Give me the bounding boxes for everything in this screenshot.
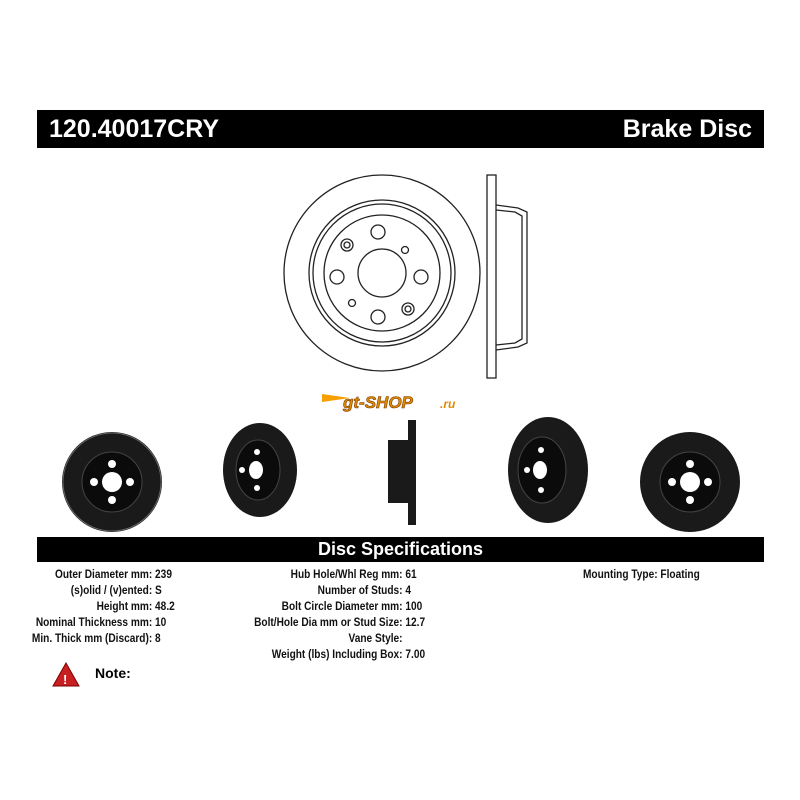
spec-row: Outer Diameter mm: 239: [54, 569, 172, 581]
disc-photo-angle-right: [508, 417, 588, 523]
spec-row: Number of Studs: 4: [317, 585, 412, 597]
title-bar: 120.40017CRY Brake Disc: [37, 110, 764, 148]
spec-row: Min. Thick mm (Discard): 8: [31, 633, 161, 645]
spec-row: Bolt Circle Diameter mm: 100: [281, 601, 423, 613]
svg-text:gt-SHOP: gt-SHOP: [342, 393, 414, 412]
part-number: 120.40017CRY: [49, 115, 220, 143]
note-label: Note:: [95, 665, 131, 681]
spec-row: Bolt/Hole Dia mm or Stud Size: 12.7: [254, 617, 426, 629]
spec-row: Mounting Type: Floating: [583, 569, 700, 581]
disc-photo-side: [388, 420, 416, 525]
spec-row: Vane Style:: [348, 633, 403, 645]
spec-row: Height mm: 48.2: [96, 601, 175, 613]
svg-text:.ru: .ru: [440, 397, 456, 411]
disc-photo-front-right: [640, 432, 740, 532]
warning-icon: !: [52, 661, 80, 687]
disc-photo-front-left: [62, 432, 162, 532]
disc-profile-drawing: [486, 174, 528, 379]
spec-row: Nominal Thickness mm: 10: [35, 617, 167, 629]
disc-front-drawing: [283, 174, 481, 372]
watermark-logo: gt-SHOP .ru: [322, 393, 456, 412]
product-type: Brake Disc: [622, 115, 752, 143]
svg-text:!: !: [63, 672, 67, 687]
specs-title: Disc Specifications: [37, 537, 764, 562]
spec-row: Weight (lbs) Including Box: 7.00: [271, 649, 426, 661]
spec-row: (s)olid / (v)ented: S: [70, 585, 162, 597]
spec-row: Hub Hole/Whl Reg mm: 61: [290, 569, 417, 581]
disc-photo-angle-left: [223, 423, 297, 517]
